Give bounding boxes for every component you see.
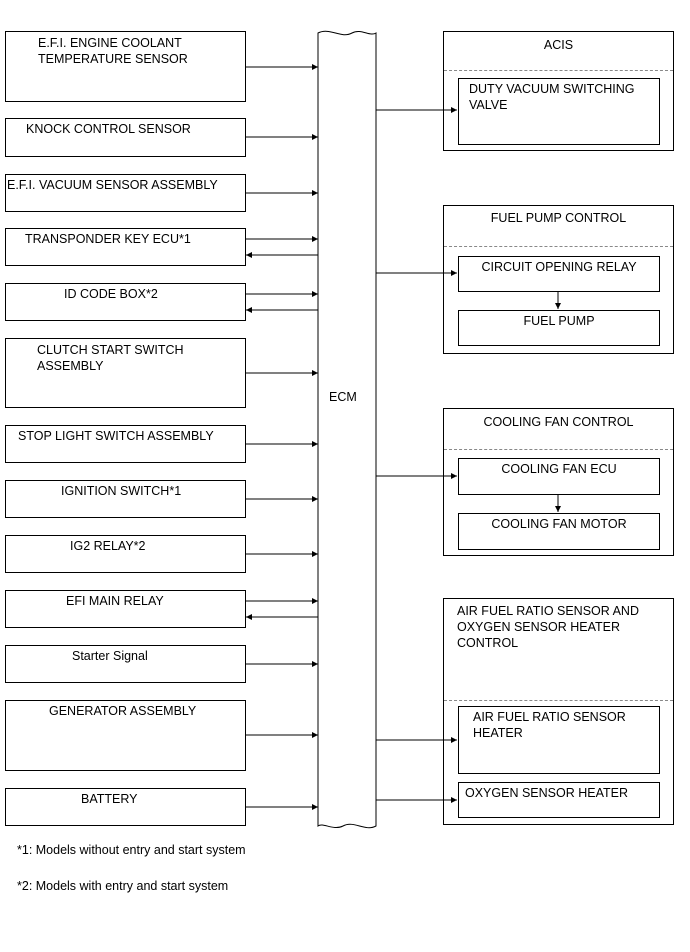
component-cooling-fan-motor: COOLING FAN MOTOR (458, 513, 660, 550)
group-divider (444, 449, 673, 450)
input-starter-signal: Starter Signal (5, 645, 246, 683)
group-air-fuel-ratio-and-oxygen-heater-control: AIR FUEL RATIO SENSOR AND OXYGEN SENSOR … (443, 598, 674, 825)
footnote-2: *2: Models with entry and start system (17, 879, 229, 893)
component-cooling-fan-ecu: COOLING FAN ECU (458, 458, 660, 495)
input-label: TRANSPONDER KEY ECU*1 (25, 232, 191, 246)
group-title: COOLING FAN CONTROL (483, 415, 634, 429)
input-label: E.F.I. ENGINE COOLANT TEMPERATURE SENSOR (38, 36, 188, 66)
component-air-fuel-ratio-sensor-heater: AIR FUEL RATIO SENSOR HEATER (458, 706, 660, 774)
input-label: Starter Signal (72, 649, 148, 663)
footnote-1: *1: Models without entry and start syste… (17, 843, 246, 857)
input-label: EFI MAIN RELAY (66, 594, 164, 608)
input-label: IGNITION SWITCH*1 (61, 484, 182, 498)
group-divider (444, 70, 673, 71)
input-generator-assembly: GENERATOR ASSEMBLY (5, 700, 246, 771)
input-stop-light-switch: STOP LIGHT SWITCH ASSEMBLY (5, 425, 246, 463)
component-label: COOLING FAN MOTOR (491, 517, 627, 531)
input-id-code-box: ID CODE BOX*2 (5, 283, 246, 321)
component-duty-vacuum-switching-valve: DUTY VACUUM SWITCHING VALVE (458, 78, 660, 145)
input-knock-control-sensor: KNOCK CONTROL SENSOR (5, 118, 246, 157)
input-label: STOP LIGHT SWITCH ASSEMBLY (18, 429, 214, 443)
input-engine-coolant-temp-sensor: E.F.I. ENGINE COOLANT TEMPERATURE SENSOR (5, 31, 246, 102)
input-ig2-relay: IG2 RELAY*2 (5, 535, 246, 573)
input-label: BATTERY (81, 792, 138, 806)
group-title: ACIS (543, 38, 574, 52)
group-divider (444, 700, 673, 701)
input-label: GENERATOR ASSEMBLY (49, 704, 197, 718)
component-oxygen-sensor-heater: OXYGEN SENSOR HEATER (458, 782, 660, 818)
component-label: DUTY VACUUM SWITCHING VALVE (469, 82, 635, 112)
group-title: AIR FUEL RATIO SENSOR AND OXYGEN SENSOR … (457, 604, 639, 650)
input-transponder-key-ecu: TRANSPONDER KEY ECU*1 (5, 228, 246, 266)
input-clutch-start-switch: CLUTCH START SWITCH ASSEMBLY (5, 338, 246, 408)
ecm-block (317, 30, 377, 829)
component-label: COOLING FAN ECU (501, 462, 617, 476)
group-acis: ACIS DUTY VACUUM SWITCHING VALVE (443, 31, 674, 151)
component-label: CIRCUIT OPENING RELAY (481, 260, 637, 274)
input-label: CLUTCH START SWITCH ASSEMBLY (37, 343, 184, 373)
input-label: ID CODE BOX*2 (64, 287, 158, 301)
group-divider (444, 246, 673, 247)
input-label: KNOCK CONTROL SENSOR (26, 122, 191, 136)
input-ignition-switch: IGNITION SWITCH*1 (5, 480, 246, 518)
component-circuit-opening-relay: CIRCUIT OPENING RELAY (458, 256, 660, 292)
input-label: E.F.I. VACUUM SENSOR ASSEMBLY (7, 178, 218, 192)
input-efi-main-relay: EFI MAIN RELAY (5, 590, 246, 628)
group-cooling-fan-control: COOLING FAN CONTROL COOLING FAN ECU COOL… (443, 408, 674, 556)
input-label: IG2 RELAY*2 (70, 539, 146, 553)
input-vacuum-sensor-assembly: E.F.I. VACUUM SENSOR ASSEMBLY (5, 174, 246, 212)
ecm-label: ECM (329, 390, 357, 404)
input-battery: BATTERY (5, 788, 246, 826)
component-fuel-pump: FUEL PUMP (458, 310, 660, 346)
group-fuel-pump-control: FUEL PUMP CONTROL CIRCUIT OPENING RELAY … (443, 205, 674, 354)
group-title: FUEL PUMP CONTROL (490, 211, 627, 225)
component-label: FUEL PUMP (523, 314, 595, 328)
component-label: OXYGEN SENSOR HEATER (465, 786, 628, 800)
component-label: AIR FUEL RATIO SENSOR HEATER (473, 710, 626, 740)
